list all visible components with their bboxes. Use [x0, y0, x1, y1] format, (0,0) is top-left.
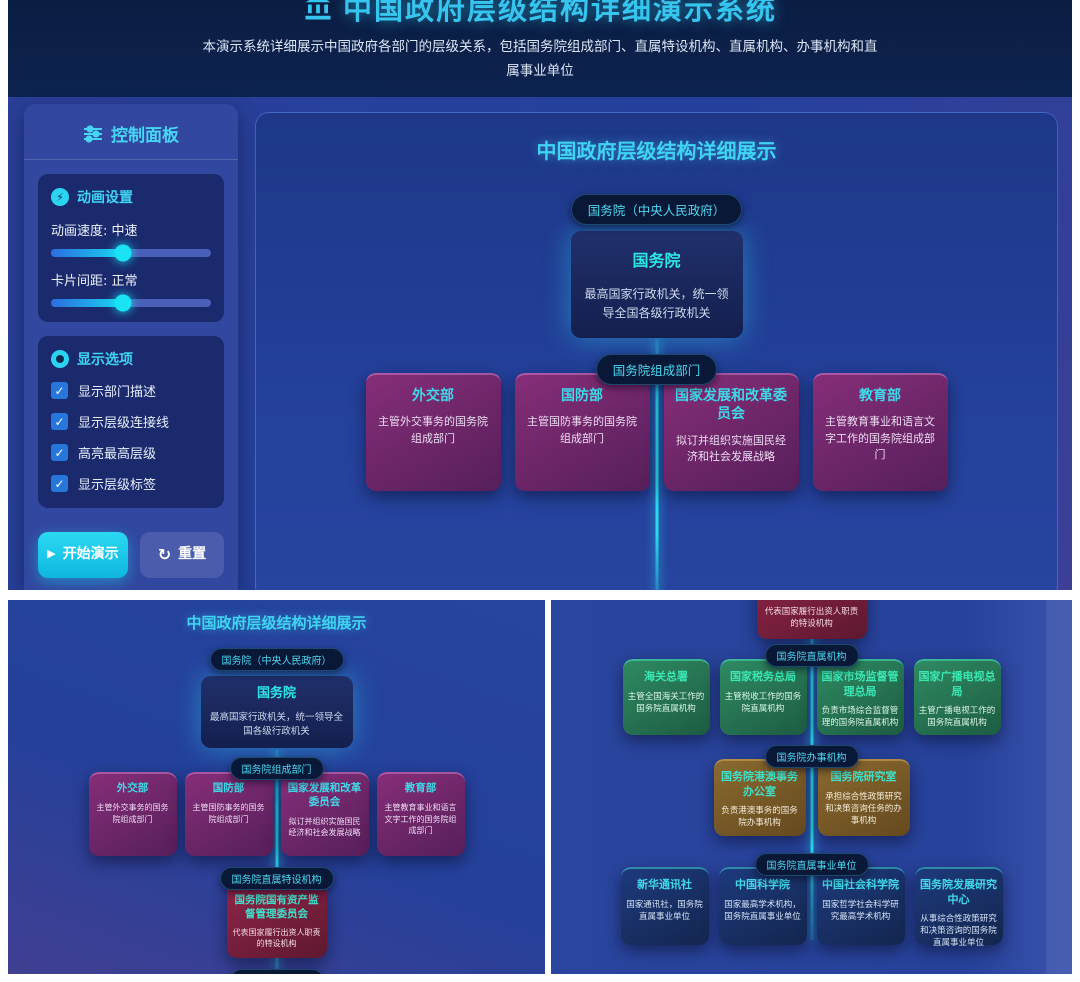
org-card: 国务院国有资产监督管理委员会 代表国家履行出资人职责的特设机构: [226, 884, 327, 958]
slider-thumb[interactable]: [114, 294, 132, 312]
level-label-special: 国务院直属特设机构: [219, 867, 334, 891]
org-card: 国务院研究室 承担综合性政策研究和决策咨询任务的办事机构: [817, 759, 910, 837]
animation-settings-card: ⚡ 动画设置 动画速度: 中速 卡片间距: 正常: [38, 174, 224, 322]
display-options-card: 显示选项 ✓ 显示部门描述 ✓ 显示层级连接线 ✓ 高亮最高层级 ✓ 显示层级标…: [38, 336, 224, 508]
animation-icon: ⚡: [51, 188, 69, 206]
app-header: 中国政府层级结构详细演示系统 本演示系统详细展示中国政府各部门的层级关系，包括国…: [8, 0, 1072, 98]
bank-icon: [305, 0, 331, 20]
bottom-left-screenshot-panel: 中国政府层级结构详细展示 国务院（中央人民政府） 国务院 最高国家行政机关，统一…: [8, 600, 545, 974]
reset-button[interactable]: ↻ 重置: [139, 532, 224, 578]
slider-fill: [51, 249, 123, 257]
org-card: 国务院国有资产监督管理委员会 代表国家履行出资人职责的特设机构: [756, 600, 867, 640]
level-label-direct: 国务院直属机构: [229, 968, 324, 974]
org-card: 国务院港澳事务办公室 负责港澳事务的国务院办事机构: [713, 759, 806, 837]
level-label-office: 国务院办事机构: [764, 745, 859, 769]
app-title: 中国政府层级结构详细演示系统: [28, 0, 1052, 28]
checkbox-checked[interactable]: ✓: [51, 475, 68, 492]
eye-icon: [51, 350, 69, 368]
reset-icon: ↻: [157, 545, 172, 564]
animation-speed-slider[interactable]: [51, 244, 211, 262]
chart-panel: 中国政府层级结构详细展示 国务院（中央人民政府） 国务院 最高国家行政机关，统一…: [255, 112, 1058, 590]
direct-agency-row: 海关总署 主管全国海关工作的国务院直属机构 国家税务总局 主管税收工作的国务院直…: [622, 659, 1001, 736]
org-card: 外交部 主管外交事务的国务院组成部门: [88, 772, 177, 857]
org-card: 国家广播电视总局 主管广播电视工作的国务院直属机构: [913, 659, 1001, 736]
chart-title: 中国政府层级结构详细展示: [536, 139, 777, 163]
option-show-descriptions: ✓ 显示部门描述: [51, 381, 211, 400]
org-card: 国务院发展研究中心 从事综合性政策研究和决策咨询的国务院直属事业单位: [914, 867, 1003, 948]
slider-fill: [51, 299, 123, 307]
org-card: 国家税务总局 主管税收工作的国务院直属机构: [719, 659, 807, 736]
ministry-row: 外交部 主管外交事务的国务院组成部门 国防部 主管国防事务的国务院组成部门 国家…: [365, 373, 948, 492]
card-gap-slider[interactable]: [51, 294, 211, 312]
option-highlight-top-level: ✓ 高亮最高层级: [51, 443, 211, 462]
chart-title: 中国政府层级结构详细展示: [186, 614, 367, 632]
org-card: 国家市场监督管理总局 负责市场综合监督管理的国务院直属机构: [816, 659, 904, 736]
level-label-root: 国务院（中央人民政府）: [570, 194, 743, 225]
org-card-root: 国务院 最高国家行政机关，统一领导全国各级行政机关: [570, 231, 743, 339]
control-panel: 控制面板 ⚡ 动画设置 动画速度: 中速 卡片间距: 正常 显示选项: [24, 104, 238, 590]
org-card: 教育部 主管教育事业和语言文字工作的国务院组成部门: [376, 772, 465, 857]
org-card: 外交部 主管外交事务的国务院组成部门: [365, 373, 501, 492]
bottom-right-screenshot-panel: 国务院国有资产监督管理委员会 代表国家履行出资人职责的特设机构 国务院直属机构 …: [551, 600, 1072, 974]
org-card: 国家发展和改革委员会 拟订并组织实施国民经济和社会发展战略: [280, 772, 369, 857]
slider-thumb[interactable]: [114, 244, 132, 262]
org-card: 新华通讯社 国家通讯社，国务院直属事业单位: [620, 867, 709, 946]
org-card: 国防部 主管国防事务的国务院组成部门: [184, 772, 273, 857]
institution-row: 新华通讯社 国家通讯社，国务院直属事业单位 中国科学院 国家最高学术机构，国务院…: [620, 867, 1003, 948]
checkbox-checked[interactable]: ✓: [51, 382, 68, 399]
org-card-root: 国务院 最高国家行政机关，统一领导全国各级行政机关: [200, 676, 353, 749]
animation-speed-label: 动画速度: 中速: [51, 224, 138, 239]
level-label-ministries: 国务院组成部门: [595, 354, 718, 386]
option-show-level-labels: ✓ 显示层级标签: [51, 474, 211, 493]
connector-line: [810, 600, 813, 940]
ministry-row: 外交部 主管外交事务的国务院组成部门 国防部 主管国防事务的国务院组成部门 国家…: [88, 772, 465, 857]
card-gap-label: 卡片间距: 正常: [51, 274, 138, 289]
sidebar-buttons: ▶ 开始演示 ↻ 重置: [38, 532, 224, 578]
app-subtitle: 本演示系统详细展示中国政府各部门的层级关系，包括国务院组成部门、直属特设机构、直…: [202, 39, 878, 79]
connector-line: [275, 750, 278, 974]
app-title-text: 中国政府层级结构详细演示系统: [342, 0, 777, 26]
display-options-header: 显示选项: [51, 349, 211, 369]
level-label-institutions: 国务院直属事业单位: [754, 853, 869, 877]
org-card: 国防部 主管国防事务的国务院组成部门: [514, 373, 650, 492]
checkbox-checked[interactable]: ✓: [51, 444, 68, 461]
checkbox-checked[interactable]: ✓: [51, 413, 68, 430]
top-screenshot-panel: 中国政府层级结构详细演示系统 本演示系统详细展示中国政府各部门的层级关系，包括国…: [8, 0, 1072, 590]
org-card: 教育部 主管教育事业和语言文字工作的国务院组成部门: [812, 373, 948, 492]
option-show-connectors: ✓ 显示层级连接线: [51, 412, 211, 431]
level-label-ministries: 国务院组成部门: [229, 757, 324, 781]
play-icon: ▶: [47, 547, 56, 561]
org-card: 海关总署 主管全国海关工作的国务院直属机构: [622, 659, 710, 736]
sliders-icon: [84, 124, 102, 143]
control-panel-title: 控制面板: [24, 104, 238, 160]
connector-line: [655, 339, 658, 590]
org-card: 国家发展和改革委员会 拟订并组织实施国民经济和社会发展战略: [663, 373, 799, 492]
animation-settings-header: ⚡ 动画设置: [51, 187, 211, 207]
start-demo-button[interactable]: ▶ 开始演示: [38, 532, 128, 578]
org-card: 中国社会科学院 国家哲学社会科学研究最高学术机构: [816, 867, 905, 946]
level-label-root: 国务院（中央人民政府）: [209, 648, 344, 671]
org-card: 中国科学院 国家最高学术机构，国务院直属事业单位: [718, 867, 807, 946]
level-label-direct: 国务院直属机构: [764, 644, 859, 668]
office-row: 国务院港澳事务办公室 负责港澳事务的国务院办事机构 国务院研究室 承担综合性政策…: [713, 759, 910, 837]
